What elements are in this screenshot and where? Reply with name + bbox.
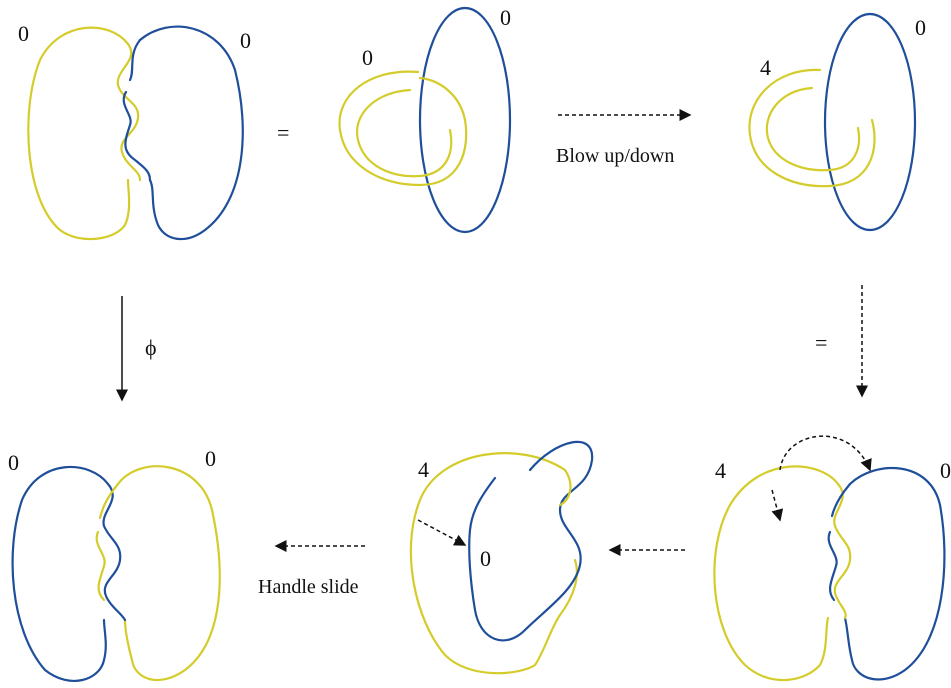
phi-symbol: ϕ bbox=[145, 335, 157, 360]
panel-bottom-left: 0 0 bbox=[8, 446, 220, 681]
yellow-component bbox=[28, 28, 129, 239]
yellow-component bbox=[714, 466, 838, 680]
label-yellow: 4 bbox=[418, 457, 429, 482]
label-blue: 0 bbox=[240, 28, 251, 53]
yellow-component bbox=[118, 466, 220, 680]
curved-dashed-arrow bbox=[780, 436, 870, 470]
label-yellow: 0 bbox=[362, 45, 373, 70]
blow-caption: Blow up/down bbox=[556, 145, 674, 167]
blue-component bbox=[140, 27, 243, 239]
yellow-component bbox=[411, 453, 577, 673]
label-blue: 0 bbox=[940, 458, 951, 483]
equals-sign-right: = bbox=[815, 330, 827, 355]
blue-component bbox=[845, 468, 944, 679]
label-yellow: 4 bbox=[715, 458, 726, 483]
label-blue: 0 bbox=[8, 450, 19, 475]
blue-component bbox=[13, 467, 108, 681]
blue-component bbox=[825, 14, 915, 230]
label-yellow: 4 bbox=[760, 55, 771, 80]
panel-top-left: 0 0 bbox=[18, 21, 251, 239]
slide-dashed-arrow bbox=[418, 520, 465, 545]
equals-sign-top: = bbox=[277, 120, 289, 145]
label-blue: 0 bbox=[915, 15, 926, 40]
label-blue: 0 bbox=[480, 546, 491, 571]
panel-bottom-right: 4 0 bbox=[714, 436, 951, 680]
handle-caption: Handle slide bbox=[258, 576, 359, 598]
short-dashed-arrow bbox=[772, 490, 780, 520]
panel-bottom-middle: 4 0 bbox=[411, 442, 592, 673]
label-yellow: 0 bbox=[205, 446, 216, 471]
label-yellow: 0 bbox=[18, 21, 29, 46]
label-blue: 0 bbox=[500, 5, 511, 30]
panel-top-middle: 0 0 bbox=[340, 5, 511, 232]
panel-top-right: 4 0 bbox=[749, 14, 926, 230]
yellow-component bbox=[340, 72, 467, 185]
blue-component bbox=[469, 442, 592, 641]
